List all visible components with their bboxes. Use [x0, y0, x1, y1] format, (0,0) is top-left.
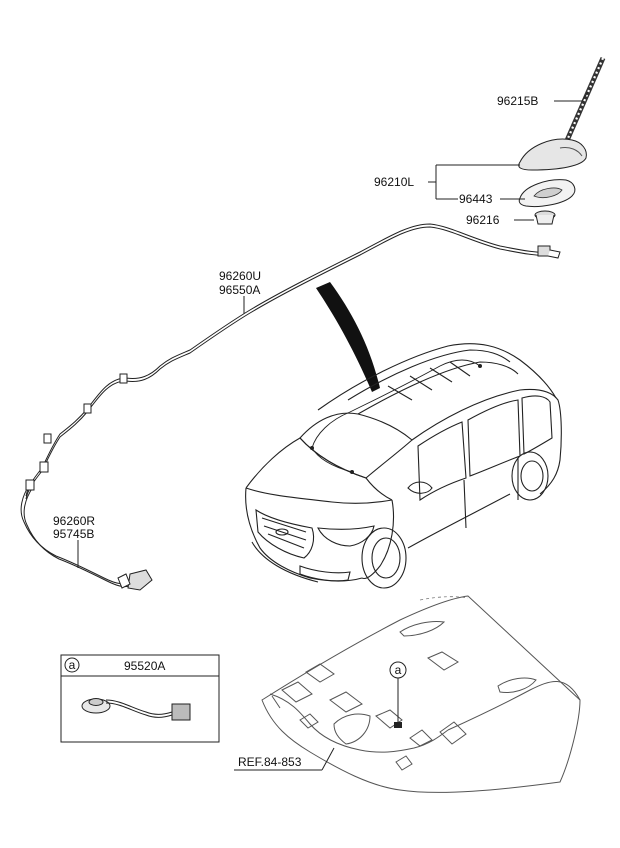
callout-96216: 96216 — [466, 213, 500, 227]
callout-96443: 96443 — [459, 192, 493, 206]
headliner-marker — [389, 661, 407, 728]
inset-marker-label: a — [69, 658, 76, 672]
headliner-marker-label: a — [395, 663, 402, 677]
antenna-mast — [559, 57, 606, 153]
inset-part-number: 95520A — [124, 659, 165, 673]
ref-leader — [234, 747, 335, 771]
callout-96260r: 96260R — [53, 514, 95, 528]
location-pointer — [316, 282, 380, 392]
callout-95745b: 95745B — [53, 527, 94, 541]
rear-antenna-cable — [20, 479, 153, 591]
headliner-dashed-edge — [419, 596, 469, 601]
ref-label: REF.84-853 — [238, 755, 302, 769]
callout-96260u: 96260U — [219, 269, 261, 283]
antenna-nut — [534, 210, 556, 225]
callout-96215b: 96215B — [497, 94, 538, 108]
inset-box — [60, 654, 220, 743]
antenna-base — [518, 138, 587, 171]
leader-lines-top — [428, 91, 589, 221]
antenna-base-shadow — [559, 147, 583, 157]
gasket-inner — [533, 187, 563, 198]
callout-96210l: 96210L — [374, 175, 414, 189]
callout-96550a: 96550A — [219, 283, 260, 297]
inset-pad-part — [81, 698, 191, 721]
roof-antenna-cable — [25, 223, 561, 500]
vehicle-illustration — [245, 343, 562, 589]
headliner-illustration — [261, 595, 581, 793]
vehicle-cable-clips — [310, 364, 482, 474]
